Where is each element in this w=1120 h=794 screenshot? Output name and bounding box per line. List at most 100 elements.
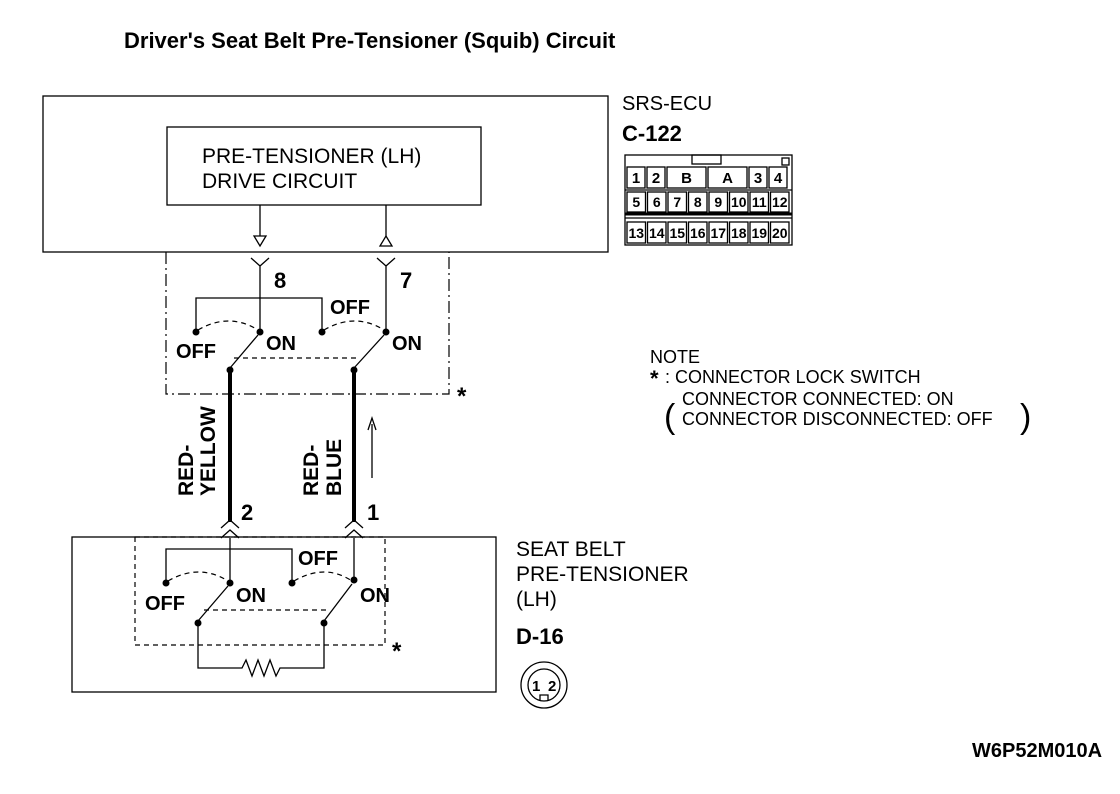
c122-pin-7-cell [667,191,688,213]
c122-pin-10-cell [728,191,749,213]
c122-pin-8-cell [687,191,708,213]
ecu-switch-left-off: OFF [176,341,216,363]
ecu-lock-switch-box [165,252,450,395]
c122-pin-18-cell [728,221,749,244]
c122-pin-A-cell [707,166,748,189]
c122-pin-1-cell [626,166,646,189]
terminal-2-icon [220,519,240,539]
c122-pin-19-cell [749,221,770,244]
diagram-title: Driver's Seat Belt Pre-Tensioner (Squib)… [124,28,616,53]
terminal-7-icon [376,257,396,330]
drive-circuit-label-line2: DRIVE CIRCUIT [202,170,357,193]
squib-resistor-icon [197,623,325,678]
c122-pin-9-cell [708,191,729,213]
note-line3: CONNECTOR DISCONNECTED: OFF [682,409,993,429]
c122-pin-3: 3 [754,170,762,187]
ecu-name: SRS-ECU [622,93,712,115]
ecu-connector-id: C-122 [622,121,682,146]
c122-pin-11-cell [749,191,770,213]
pretensioner-terminal-1: 1 [367,500,379,525]
input-arrow-icon [378,234,394,247]
c122-pin-14-cell [646,221,667,244]
c122-pin-16-cell [687,221,708,244]
d16-pin-1: 1 [532,678,540,695]
c122-pin-12: 12 [772,194,788,210]
c122-pin-18: 18 [731,225,747,241]
c122-pin-2: 2 [652,170,660,187]
ecu-terminal-8: 8 [274,268,286,293]
ecu-terminal-7: 7 [400,268,412,293]
ecu-lock-switch-right [318,320,390,374]
c122-pin-20: 20 [772,225,788,241]
ecu-switch-right-off: OFF [330,297,370,319]
c122-pin-4-cell [768,166,788,189]
c122-pin-16: 16 [690,225,706,241]
drive-circuit-label-line1: PRE-TENSIONER (LH) [202,145,421,168]
c122-pin-13: 13 [628,225,644,241]
pretensioner-name-line3: (LH) [516,588,557,611]
note-line2: CONNECTOR CONNECTED: ON [682,389,954,409]
wire-left-color-line2: YELLOW [197,406,220,496]
srs-ecu-box [42,95,609,253]
pretensioner-terminal-2: 2 [241,500,253,525]
c122-pin-2-cell [646,166,666,189]
c122-pin-B: B [681,170,692,187]
ecu-lock-switch-left [192,297,356,374]
ecu-switch-right-on: ON [392,333,422,355]
c122-pin-5-cell [626,191,647,213]
pretensioner-box [71,536,497,693]
c122-pin-13-cell [626,221,647,244]
pretensioner-name-line2: PRE-TENSIONER [516,563,689,586]
note-line1: : CONNECTOR LOCK SWITCH [665,367,921,387]
c122-pin-19: 19 [751,225,767,241]
ecu-lock-switch-asterisk: * [457,383,467,410]
terminal-8-icon [250,257,270,330]
terminal-1-icon [344,519,364,539]
note-asterisk: * [650,366,659,391]
note-heading: NOTE [650,347,700,367]
c122-pin-15-cell [667,221,688,244]
c122-pin-17: 17 [710,225,726,241]
pretensioner-lock-switch-asterisk: * [392,638,402,665]
pretensioner-lock-switch-box [134,536,386,646]
c122-pin-3-cell [748,166,768,189]
pretensioner-lock-switch-left [162,548,326,627]
c122-pin-6-cell [646,191,667,213]
wire-left-color-line1: RED- [175,445,198,496]
c122-pin-20-cell [769,221,790,244]
wire-right-color-line1: RED- [300,445,323,496]
current-flow-arrow-icon [367,415,377,478]
c122-pin-9: 9 [714,194,722,210]
figure-code: W6P52M010A [972,740,1102,762]
drive-circuit-block [166,126,482,206]
c122-pin-11: 11 [752,194,767,210]
connector-c122-icon [624,154,793,246]
c122-pin-10: 10 [731,194,747,210]
connector-d16-icon [520,661,568,709]
c122-pin-6: 6 [653,194,661,210]
pt-switch-right-off: OFF [298,548,338,570]
c122-pin-17-cell [708,221,729,244]
c122-pin-15: 15 [669,225,685,241]
c122-pin-A: A [722,170,733,187]
c122-pin-B-cell [666,166,707,189]
pt-switch-left-off: OFF [145,593,185,615]
c122-pin-14: 14 [649,225,665,241]
note-open-paren: ( [664,398,676,436]
pt-switch-right-on: ON [360,585,390,607]
c122-pin-1: 1 [632,170,640,187]
c122-pin-4: 4 [774,170,783,187]
pretensioner-lock-switch-right [288,571,358,627]
c122-pin-8: 8 [694,194,702,210]
d16-pin-2: 2 [548,678,556,695]
ecu-switch-left-on: ON [266,333,296,355]
note-close-paren: ) [1020,398,1031,436]
pretensioner-name-line1: SEAT BELT [516,538,626,561]
c122-pin-5: 5 [632,194,640,210]
c122-pin-12-cell [769,191,790,213]
wire-right-color-line2: BLUE [323,439,346,496]
